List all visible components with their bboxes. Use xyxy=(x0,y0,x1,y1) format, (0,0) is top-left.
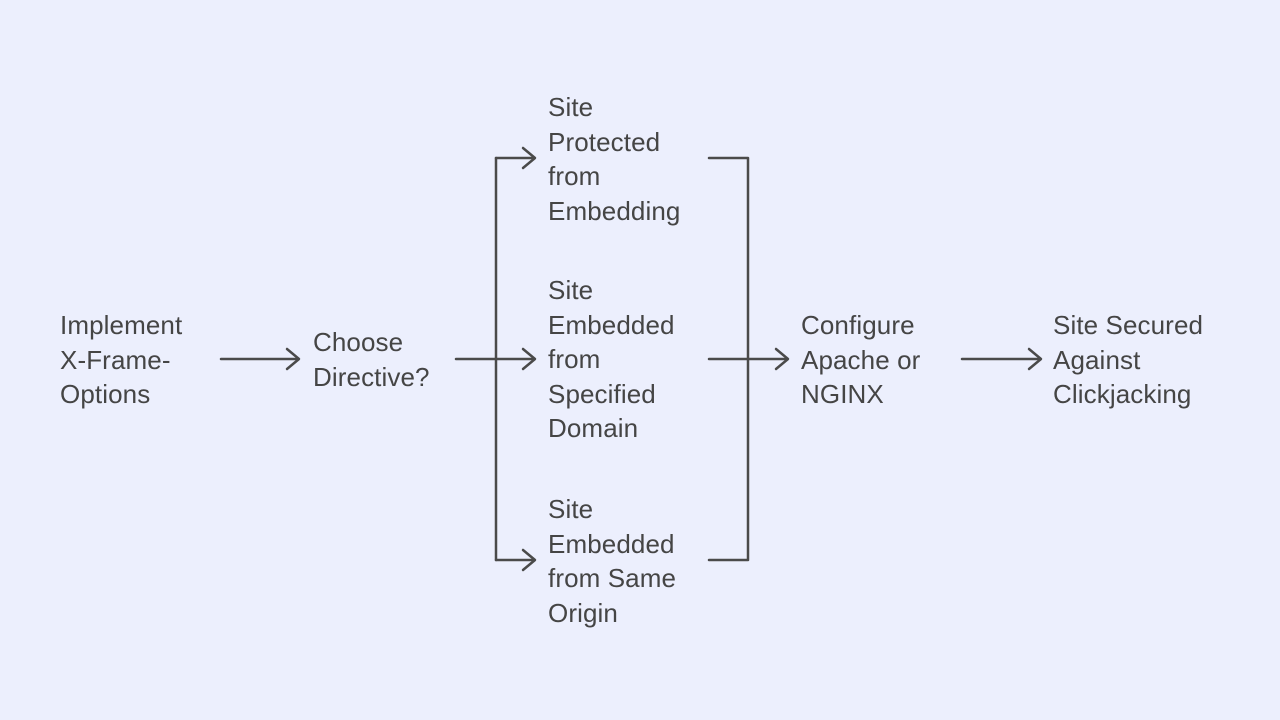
node-site-embedded-from-same-origin: Site Embedded from Same Origin xyxy=(548,494,677,628)
node-choose-directive-decision: Choose Directive? xyxy=(313,327,430,392)
node-configure-apache-or-nginx: Configure Apache or NGINX xyxy=(801,310,921,409)
node-implement-x-frame-options: Implement X-Frame- Options xyxy=(60,310,183,409)
node-site-secured-against-clickjacking: Site Secured Against Clickjacking xyxy=(1053,310,1204,409)
arrowhead-configure-to-result xyxy=(1027,347,1043,371)
node-site-embedded-from-specified-domain: Site Embedded from Specified Domain xyxy=(548,275,675,443)
arrowhead-merge-to-configure xyxy=(774,347,790,371)
arrowhead-branch-to-sameorigin xyxy=(521,548,537,572)
arrowhead-branch-to-deny xyxy=(521,146,537,170)
node-site-protected-from-embedding: Site Protected from Embedding xyxy=(548,92,681,226)
arrowhead-branch-to-allow-from xyxy=(521,347,537,371)
arrowhead-start-to-decision xyxy=(285,347,301,371)
